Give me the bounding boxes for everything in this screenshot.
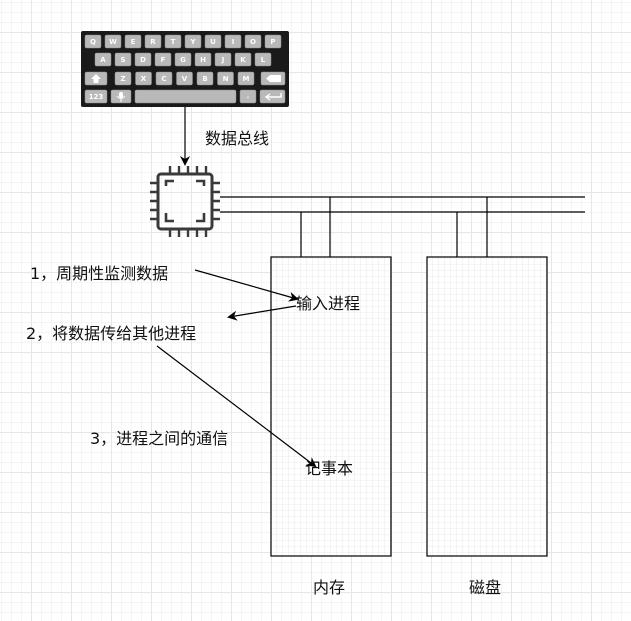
enter-icon bbox=[264, 93, 282, 101]
key-label: H bbox=[200, 56, 206, 64]
notepad-label: 记事本 bbox=[305, 459, 353, 478]
key-label: M bbox=[243, 75, 250, 83]
data-bus-lines bbox=[220, 196, 585, 257]
key-j bbox=[214, 52, 232, 67]
key-u bbox=[204, 34, 222, 49]
key-p bbox=[264, 34, 282, 49]
shift-arrow-icon bbox=[91, 74, 101, 83]
keyboard-body bbox=[81, 31, 289, 107]
key-s bbox=[114, 52, 132, 67]
step3-arrow bbox=[156, 345, 317, 468]
key-label: B bbox=[202, 75, 207, 83]
step1-label: 1，周期性监测数据 bbox=[30, 264, 168, 283]
key-label: I bbox=[232, 38, 235, 46]
memory-label: 内存 bbox=[313, 578, 345, 597]
num-key bbox=[84, 89, 108, 104]
backspace-icon bbox=[266, 75, 281, 82]
key-label: W bbox=[109, 38, 117, 46]
key-label: P bbox=[270, 38, 275, 46]
key-y bbox=[184, 34, 202, 49]
key-g bbox=[174, 52, 192, 67]
key-z bbox=[114, 71, 132, 86]
key-label: K bbox=[240, 56, 246, 64]
key-label: S bbox=[120, 56, 125, 64]
key-label: Q bbox=[90, 38, 96, 46]
key-h bbox=[194, 52, 212, 67]
key-q bbox=[84, 34, 102, 49]
key-label: A bbox=[100, 56, 106, 64]
key-label: G bbox=[180, 56, 186, 64]
key-label: O bbox=[250, 38, 256, 46]
key-k bbox=[234, 52, 252, 67]
microphone-icon bbox=[119, 92, 123, 98]
key-r bbox=[144, 34, 162, 49]
cpu-chip-icon bbox=[150, 166, 220, 237]
input-process-label: 输入进程 bbox=[296, 294, 360, 313]
keyboard-row-4: 123 . bbox=[84, 89, 286, 104]
key-o bbox=[244, 34, 262, 49]
space-key bbox=[134, 89, 237, 104]
key-i bbox=[224, 34, 242, 49]
key-label: C bbox=[161, 75, 166, 83]
key-a bbox=[94, 52, 112, 67]
dot-key-label: . bbox=[247, 92, 250, 100]
key-d bbox=[134, 52, 152, 67]
key-label: Y bbox=[189, 38, 196, 46]
key-c bbox=[155, 71, 173, 86]
key-x bbox=[135, 71, 152, 86]
key-label: L bbox=[261, 56, 266, 64]
key-label: R bbox=[150, 38, 156, 46]
keyboard-icon: Q W E R T Y U I O P A S D F G H J K L Z X C V B N M 123 . bbox=[81, 31, 289, 107]
key-m bbox=[237, 71, 255, 86]
key-label: D bbox=[140, 56, 146, 64]
step2-label: 2，将数据传给其他进程 bbox=[26, 324, 196, 343]
key-e bbox=[124, 34, 142, 49]
disk-label: 磁盘 bbox=[469, 578, 501, 597]
key-n bbox=[217, 71, 234, 86]
disk-block bbox=[426, 256, 548, 557]
key-label: T bbox=[171, 38, 176, 46]
key-label: V bbox=[182, 75, 188, 83]
key-w bbox=[104, 34, 122, 49]
key-label: U bbox=[210, 38, 216, 46]
key-l bbox=[254, 52, 272, 67]
key-label: F bbox=[161, 56, 166, 64]
dot-key bbox=[239, 89, 257, 104]
num-key-label: 123 bbox=[89, 93, 104, 101]
key-label: J bbox=[221, 56, 225, 64]
key-label: N bbox=[223, 75, 229, 83]
key-label: E bbox=[131, 38, 136, 46]
step3-label: 3，进程之间的通信 bbox=[90, 429, 228, 448]
key-f bbox=[154, 52, 172, 67]
key-v bbox=[176, 71, 193, 86]
key-b bbox=[196, 71, 214, 86]
key-label: X bbox=[141, 75, 147, 83]
key-t bbox=[164, 34, 182, 49]
step1-arrow bbox=[194, 269, 299, 302]
data-bus-label: 数据总线 bbox=[205, 129, 269, 148]
key-label: Z bbox=[120, 75, 125, 83]
step2-arrow bbox=[227, 305, 297, 321]
